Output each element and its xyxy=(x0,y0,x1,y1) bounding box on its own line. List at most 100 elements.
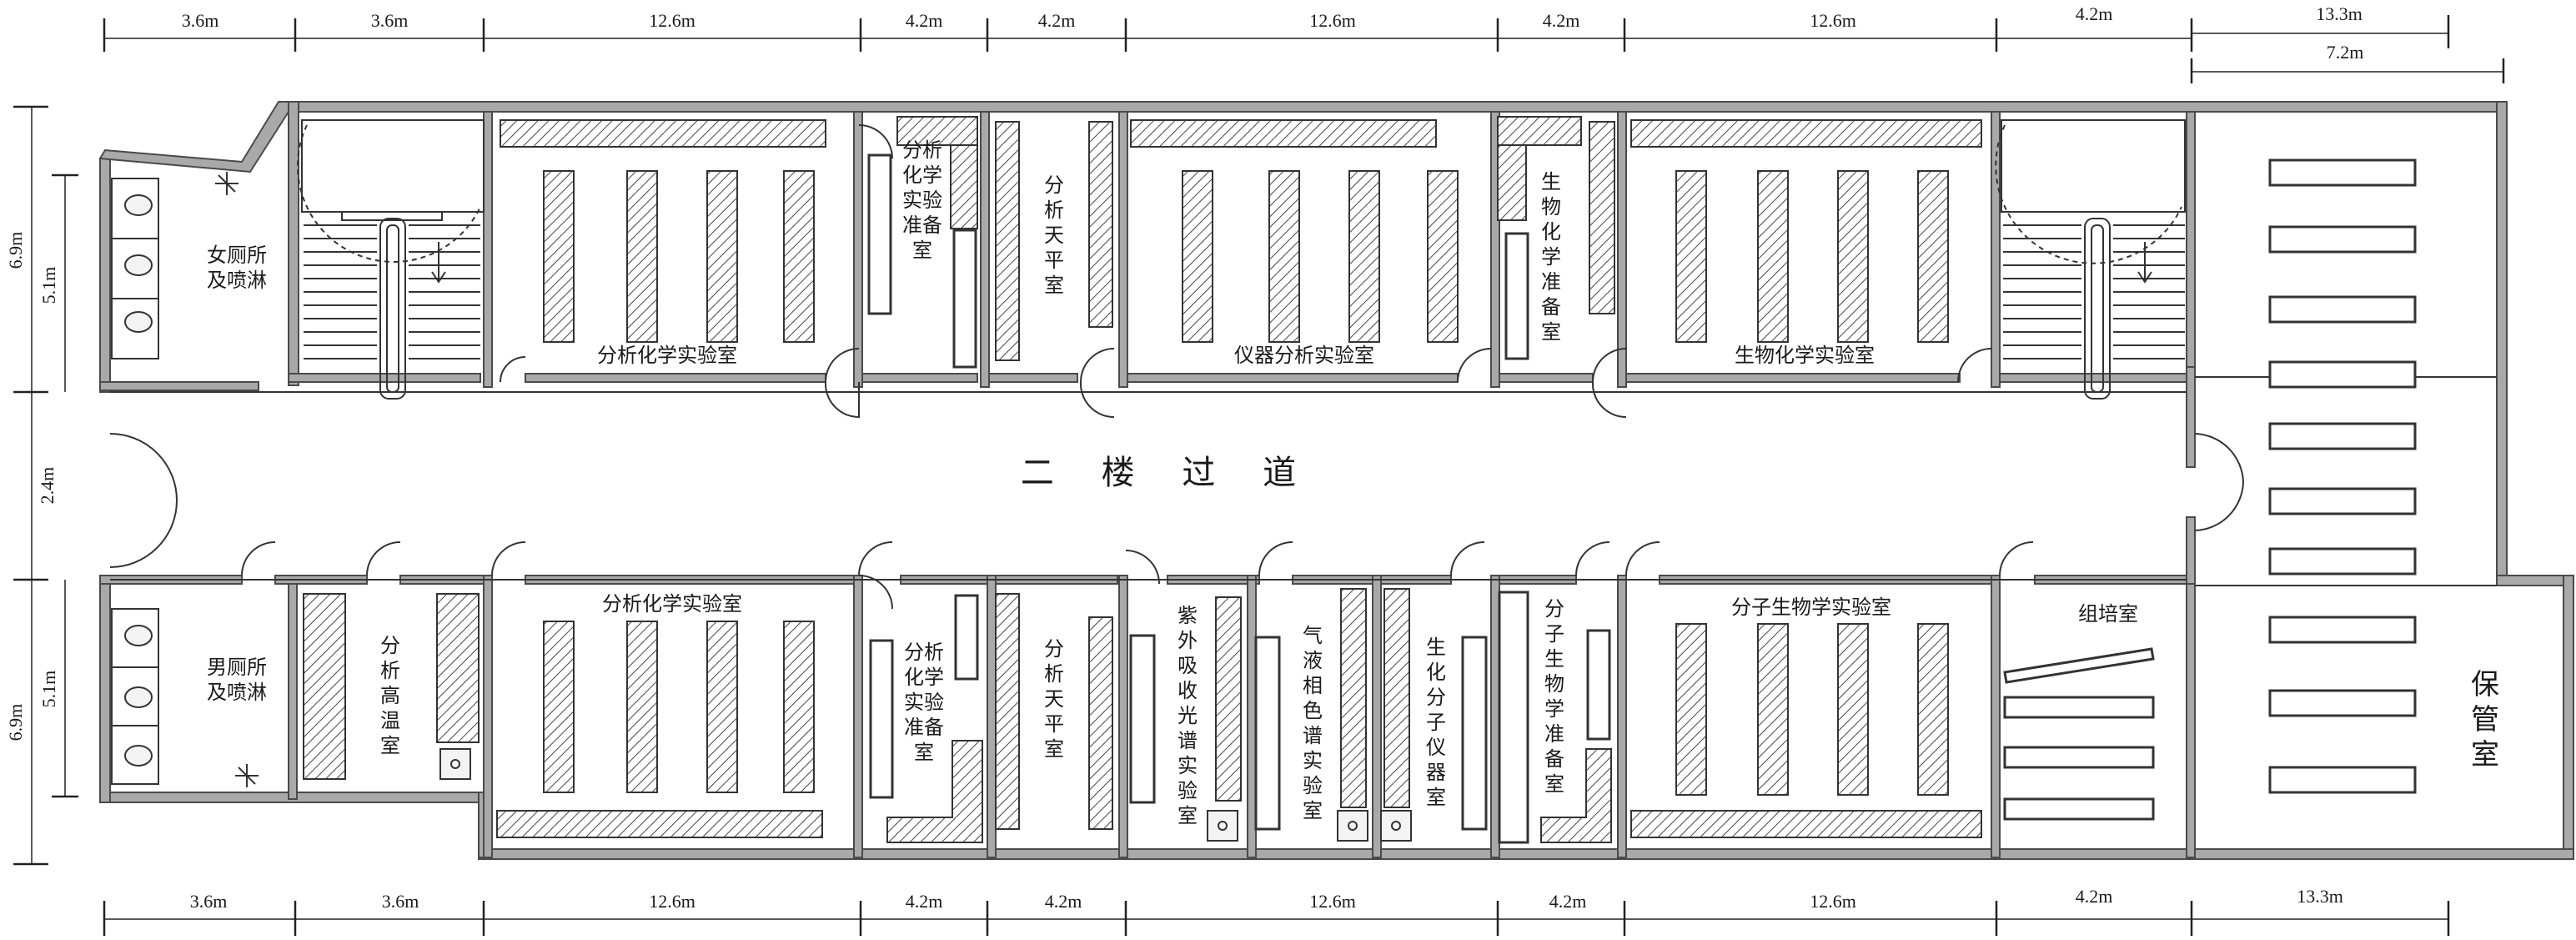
dim-top-3: 12.6m xyxy=(649,10,695,31)
label-storage-room-char: 管 xyxy=(2471,703,2499,736)
label-biomol-instr-char: 仪 xyxy=(1426,736,1446,759)
label-biochem-prep: 生 物 化 学 准 备 室 xyxy=(1541,170,1561,344)
label-high-temp-char: 温 xyxy=(380,709,400,732)
lab-benches xyxy=(303,116,1982,844)
left-dimension-chain: 6.9m 2.4m 6.9m 5.1m 5.1m xyxy=(5,105,78,866)
label-gc-lab-char: 室 xyxy=(1303,799,1323,822)
label-gc-lab-char: 相 xyxy=(1303,674,1323,697)
label-uv-lab-char: 紫 xyxy=(1178,604,1198,627)
label-analytical-lab-south: 分析化学实验室 xyxy=(602,592,742,616)
dim-top-1: 3.6m xyxy=(182,10,219,31)
dim-bottom-3: 12.6m xyxy=(649,891,695,912)
label-gc-lab-char: 谱 xyxy=(1303,724,1323,747)
label-womens-wc-1: 女厕所 xyxy=(207,244,267,267)
label-high-temp-char: 室 xyxy=(380,734,400,757)
label-biochem-prep-char: 物 xyxy=(1541,195,1561,219)
label-gc-lab-char: 气 xyxy=(1303,624,1323,647)
label-culture-room: 组培室 xyxy=(2078,602,2138,626)
label-balance-south-char: 室 xyxy=(1044,737,1064,761)
label-uv-lab-char: 验 xyxy=(1178,779,1198,802)
label-analytical-prep-north-char: 分析 xyxy=(902,138,942,162)
label-balance-north-char: 平 xyxy=(1044,249,1064,272)
label-balance-south: 分 析 天 平 室 xyxy=(1044,637,1064,761)
corridor-label: 二 楼 过 道 xyxy=(1021,454,1314,492)
bottom-dimension-chain: 3.6m 3.6m 12.6m 4.2m 4.2m 12.6m 4.2m 12.… xyxy=(103,886,2450,936)
sinks xyxy=(439,748,1412,842)
label-analytical-prep-south-char: 分析 xyxy=(904,641,944,664)
label-high-temp: 分 析 高 温 室 xyxy=(380,634,400,757)
dim-top-7: 4.2m xyxy=(1543,10,1580,31)
dim-top-2: 3.6m xyxy=(371,10,409,31)
label-uv-lab-char: 光 xyxy=(1178,704,1198,727)
corridor: 二 楼 过 道 xyxy=(110,376,2497,586)
room-labels: 女厕所 及喷淋 男厕所 及喷淋 分析化学实验室 分析 化学 实验 准备 室 分 … xyxy=(207,138,2499,827)
label-uv-lab-char: 室 xyxy=(1178,804,1198,827)
dim-bottom-1: 3.6m xyxy=(190,891,228,912)
label-balance-south-char: 平 xyxy=(1044,712,1064,736)
label-high-temp-char: 高 xyxy=(380,684,400,707)
label-biomol-instr-char: 生 xyxy=(1426,636,1446,659)
label-balance-north-char: 室 xyxy=(1044,274,1064,297)
dim-bottom-6: 12.6m xyxy=(1309,891,1356,912)
label-biochem-prep-char: 备 xyxy=(1541,295,1561,319)
label-storage-room-char: 保 xyxy=(2471,668,2499,701)
label-analytical-prep-north-char: 实验 xyxy=(902,189,942,212)
label-analytical-prep-north: 分析 化学 实验 准备 室 xyxy=(902,138,942,262)
label-biochem-prep-char: 室 xyxy=(1541,320,1561,344)
label-molbio-prep-char: 备 xyxy=(1544,747,1564,771)
dim-top-10: 13.3m xyxy=(2316,3,2363,24)
label-biomol-instr-char: 器 xyxy=(1426,761,1446,784)
label-balance-north-char: 分 xyxy=(1044,173,1064,197)
label-analytical-prep-north-char: 准备 xyxy=(902,214,942,237)
storage-shelves xyxy=(2268,158,2417,794)
label-analytical-prep-south-char: 化学 xyxy=(904,666,944,689)
label-molbio-prep: 分 子 生 物 学 准 备 室 xyxy=(1544,597,1564,796)
label-analytical-prep-south: 分析 化学 实验 准备 室 xyxy=(904,641,944,764)
label-analytical-prep-north-char: 室 xyxy=(912,239,932,262)
stair-west xyxy=(297,119,485,400)
label-analytical-lab-north: 分析化学实验室 xyxy=(597,344,737,367)
dim-top-9: 4.2m xyxy=(2076,3,2113,24)
label-molbio-prep-char: 子 xyxy=(1544,622,1564,646)
toilet-fixtures xyxy=(111,172,259,787)
label-biomol-instr-char: 化 xyxy=(1426,661,1446,684)
label-high-temp-char: 分 xyxy=(380,634,400,657)
label-biochem-prep-char: 化 xyxy=(1541,220,1561,244)
label-biochem-prep-char: 准 xyxy=(1541,270,1561,294)
label-biomol-instr-char: 子 xyxy=(1426,711,1446,734)
label-molbio-prep-char: 准 xyxy=(1544,722,1564,746)
label-gc-lab-char: 液 xyxy=(1303,649,1323,672)
label-balance-south-char: 析 xyxy=(1044,662,1064,686)
dim-bottom-10: 13.3m xyxy=(2297,886,2343,907)
dim-top-sub: 7.2m xyxy=(2327,42,2364,63)
top-dimension-chain: 3.6m 3.6m 12.6m 4.2m 4.2m 12.6m 4.2m 12.… xyxy=(103,3,2505,83)
label-analytical-prep-north-char: 化学 xyxy=(902,163,942,187)
dim-bottom-7: 4.2m xyxy=(1549,891,1587,912)
label-biochem-lab: 生物化学实验室 xyxy=(1735,344,1875,367)
label-gc-lab-char: 验 xyxy=(1303,774,1323,797)
label-uv-lab-char: 吸 xyxy=(1178,654,1198,677)
label-high-temp-char: 析 xyxy=(380,659,400,682)
label-balance-south-char: 天 xyxy=(1044,687,1064,711)
dim-top-5: 4.2m xyxy=(1038,10,1076,31)
doors xyxy=(109,124,2244,610)
label-balance-north: 分 析 天 平 室 xyxy=(1044,173,1064,297)
label-biomol-instr-char: 室 xyxy=(1426,786,1446,809)
walls xyxy=(98,101,2574,860)
dim-top-4: 4.2m xyxy=(906,10,943,31)
dim-left-3: 6.9m xyxy=(5,704,26,741)
label-uv-lab-char: 收 xyxy=(1178,679,1198,702)
label-uv-lab: 紫 外 吸 收 光 谱 实 验 室 xyxy=(1178,604,1198,827)
label-womens-wc-2: 及喷淋 xyxy=(207,269,267,292)
label-molbio-prep-char: 分 xyxy=(1544,597,1564,621)
stair-east xyxy=(1995,119,2186,400)
label-biomol-instr: 生 化 分 子 仪 器 室 xyxy=(1426,636,1446,809)
label-molbio-prep-char: 物 xyxy=(1544,672,1564,696)
label-mens-wc-2: 及喷淋 xyxy=(207,681,267,704)
label-biochem-prep-char: 学 xyxy=(1541,245,1561,269)
label-instrument-lab: 仪器分析实验室 xyxy=(1234,344,1374,367)
dim-top-6: 12.6m xyxy=(1309,10,1356,31)
label-molbio-prep-char: 学 xyxy=(1544,697,1564,721)
label-analytical-prep-south-char: 室 xyxy=(914,741,934,764)
